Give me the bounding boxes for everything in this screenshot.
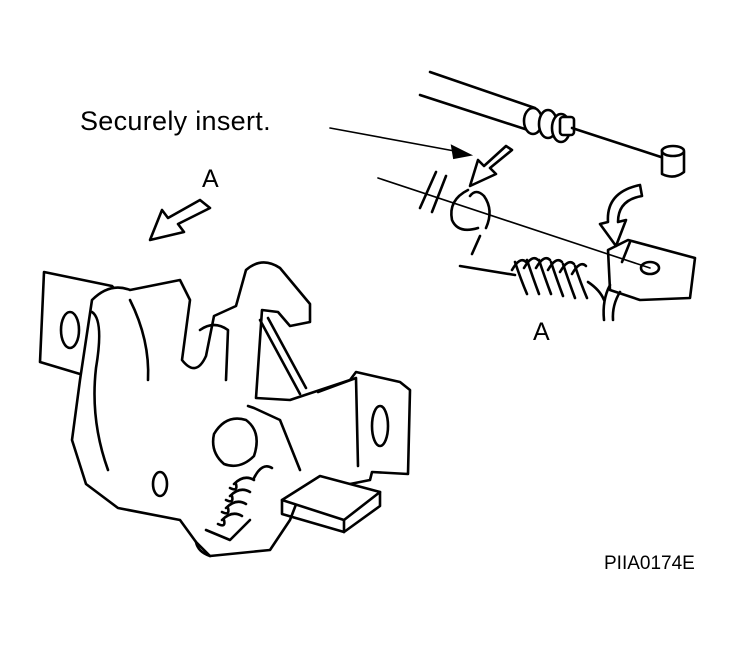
view-a-label-left: A <box>202 165 219 193</box>
figure-code: PIIA0174E <box>604 553 695 574</box>
insert-direction-arrow-left <box>468 144 514 188</box>
cable-retainer-clip <box>418 170 491 256</box>
note-leader-line <box>329 127 474 160</box>
lock-lever-plate <box>602 238 697 322</box>
hood-lock-cable <box>418 70 686 178</box>
guide-line <box>377 177 651 269</box>
securely-insert-note: Securely insert. <box>80 106 271 136</box>
return-spring-a <box>458 256 606 302</box>
insert-direction-arrow-right <box>598 183 644 248</box>
hood-lock-assembly <box>38 261 412 558</box>
view-arrow-a <box>148 198 212 242</box>
view-a-label-right: A <box>533 318 550 346</box>
